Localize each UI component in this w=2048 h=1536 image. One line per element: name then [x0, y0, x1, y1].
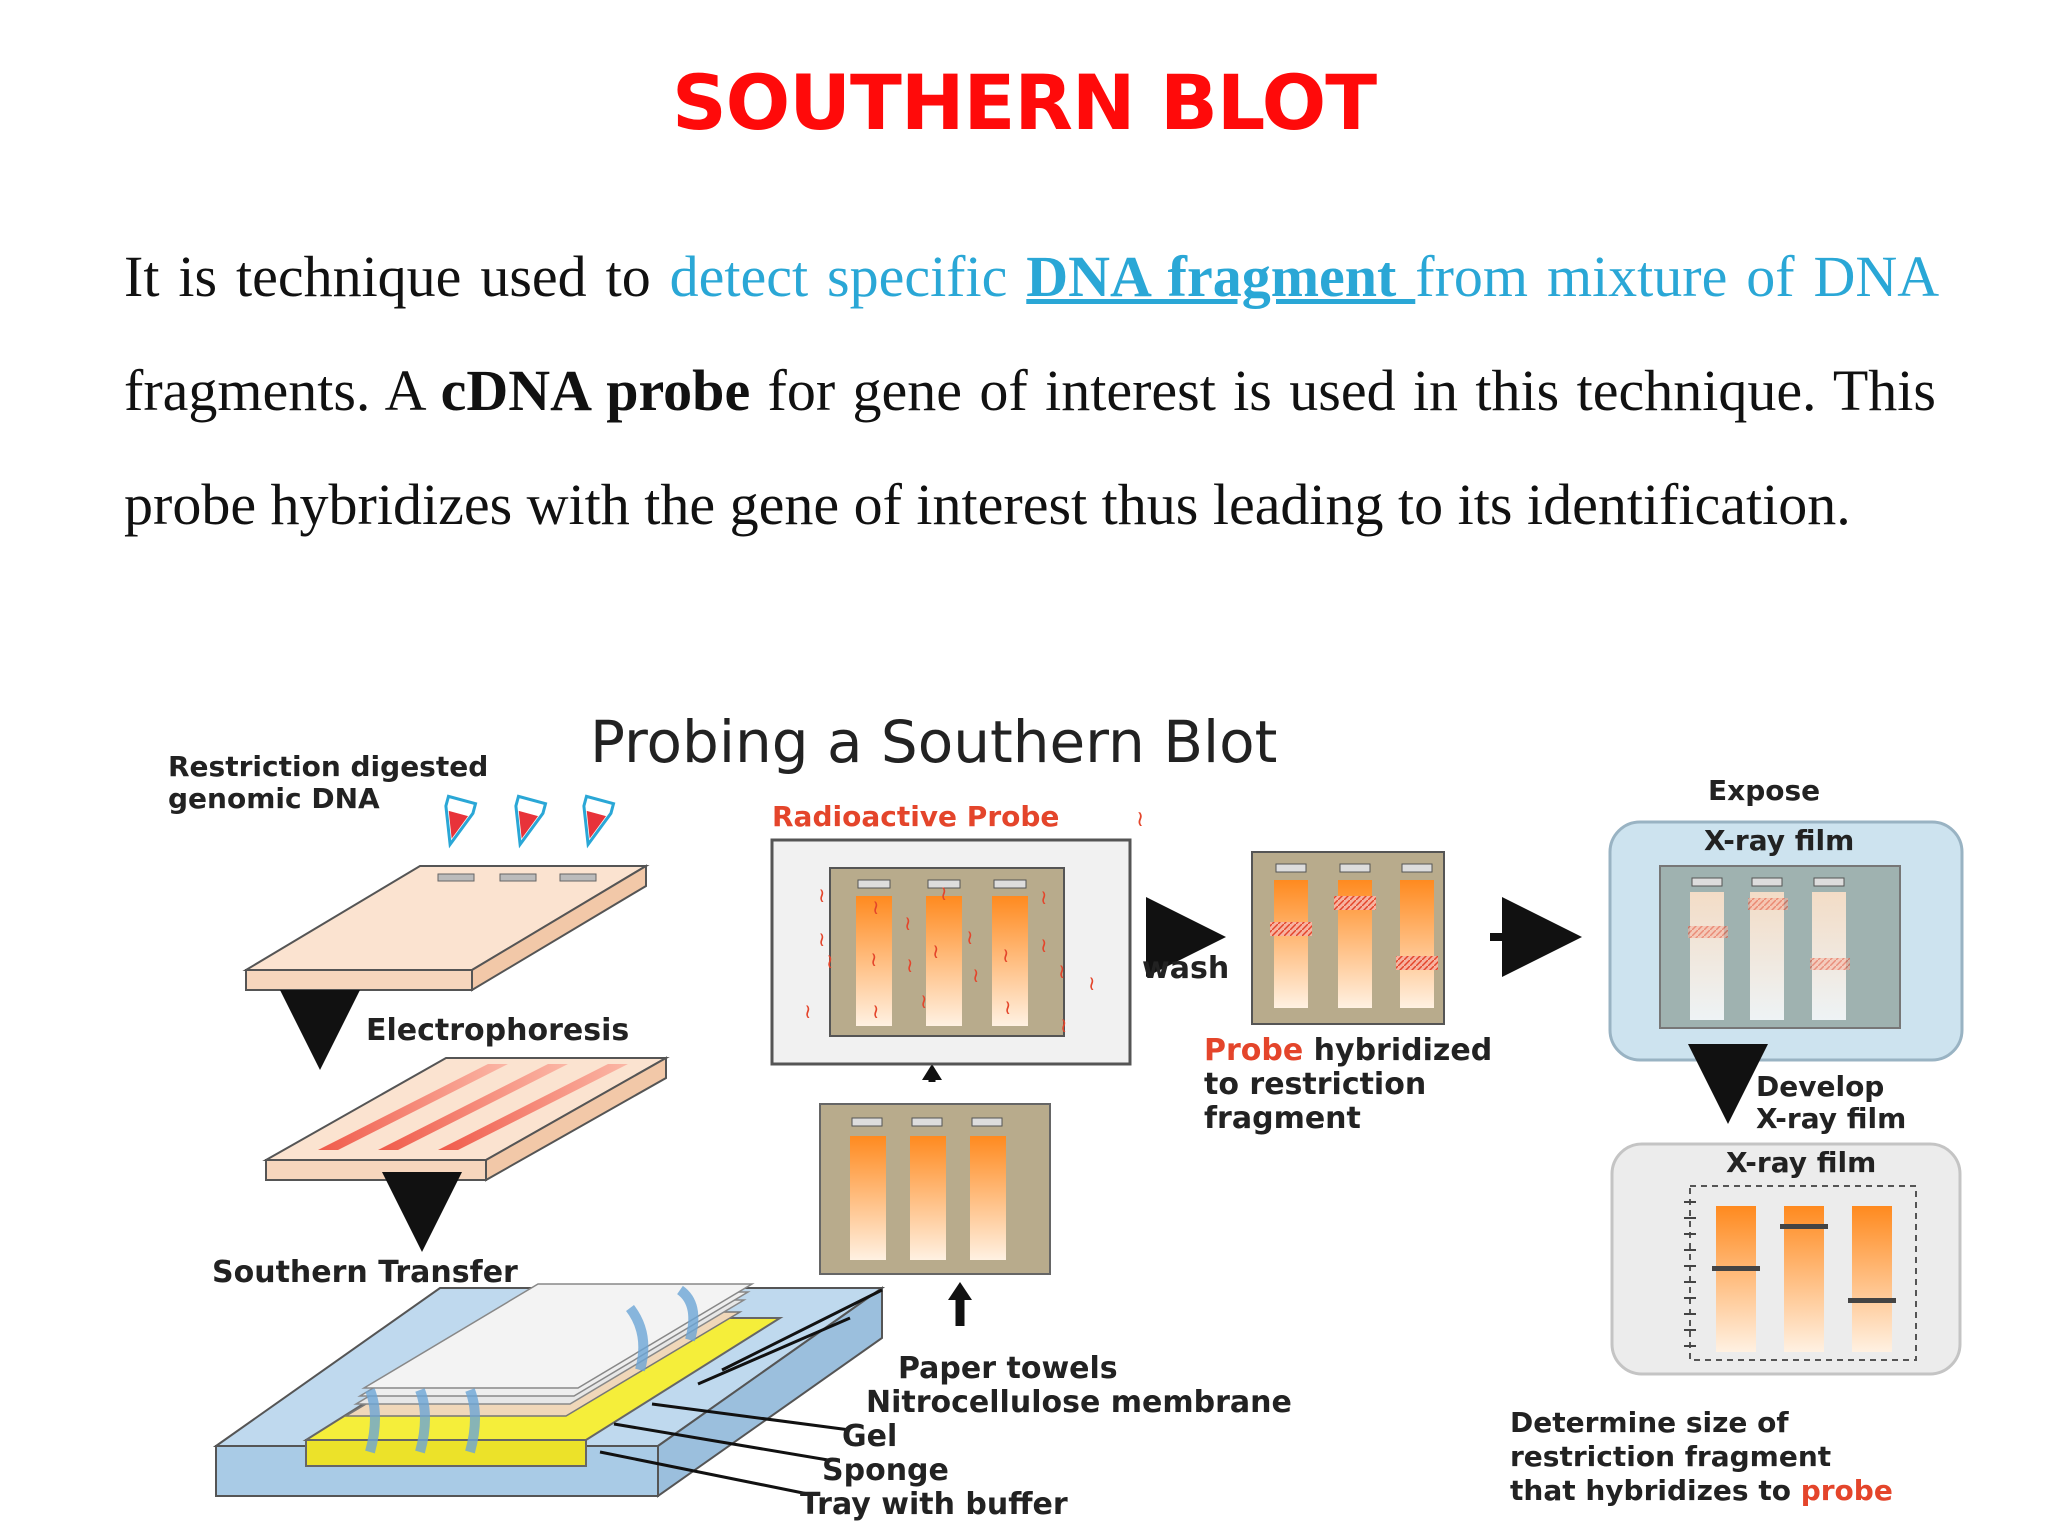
label-xray-film-top: X-ray film: [1704, 824, 1854, 857]
label-develop-film: X-ray film: [1756, 1102, 1906, 1135]
probe-squiggles: ≀≀≀ ≀≀≀ ≀≀≀ ≀≀≀ ≀≀≀ ≀≀≀ ≀≀≀: [804, 881, 1096, 1037]
svg-text:≀: ≀: [870, 947, 878, 971]
svg-text:≀: ≀: [872, 999, 880, 1023]
svg-text:≀: ≀: [804, 999, 812, 1023]
para-highlight-detect: detect specific: [669, 244, 1027, 309]
expose-cassette: [1608, 820, 1964, 1062]
svg-text:≀: ≀: [1004, 995, 1012, 1019]
dna-fragment-link[interactable]: DNA fragment: [1026, 244, 1416, 309]
svg-text:≀: ≀: [966, 925, 974, 949]
membrane-after-transfer: [819, 1103, 1051, 1275]
svg-text:≀: ≀: [1040, 885, 1048, 909]
svg-text:≀: ≀: [904, 911, 912, 935]
determine-probe-red: probe: [1801, 1474, 1893, 1507]
para-text-1: It is technique used to: [124, 244, 670, 309]
label-electrophoresis: Electrophoresis: [366, 1013, 629, 1048]
svg-text:≀: ≀: [1002, 943, 1010, 967]
svg-text:≀: ≀: [818, 883, 826, 907]
svg-text:≀: ≀: [932, 939, 940, 963]
label-determine-2: restriction fragment: [1510, 1440, 1831, 1473]
label-expose: Expose: [1708, 774, 1820, 807]
svg-text:≀: ≀: [872, 895, 880, 919]
label-to-restriction: to restriction: [1204, 1067, 1426, 1102]
label-radioactive-probe: Radioactive Probe: [772, 800, 1059, 833]
para-text-2: fragments. A: [124, 358, 441, 423]
svg-text:≀: ≀: [920, 989, 928, 1013]
label-xray-film-bottom: X-ray film: [1726, 1146, 1876, 1179]
diagram-heading: Probing a Southern Blot: [590, 708, 1277, 776]
description-paragraph: It is technique used to detect specific …: [124, 220, 1936, 562]
svg-text:≀: ≀: [906, 953, 914, 977]
para-highlight-mixture: from mixture of DNA: [1415, 244, 1936, 309]
label-nitrocellulose: Nitrocellulose membrane: [866, 1385, 1292, 1420]
label-develop: Develop: [1756, 1070, 1884, 1103]
svg-text:≀: ≀: [818, 927, 826, 951]
hybridized-membrane: [1251, 851, 1445, 1025]
label-tray-buffer: Tray with buffer: [800, 1487, 1068, 1522]
label-fragment: fragment: [1204, 1101, 1361, 1136]
label-genomic-dna: genomic DNA: [168, 782, 380, 815]
para-bold-cdna-probe: cDNA probe: [440, 358, 751, 423]
label-restriction-digested: Restriction digested: [168, 750, 488, 783]
svg-text:≀: ≀: [1060, 1013, 1068, 1037]
svg-text:≀: ≀: [940, 881, 948, 905]
label-probe-hybridized: Probe hybridized: [1204, 1033, 1492, 1068]
gel-slab-wells: [242, 864, 650, 992]
determine-3-text: that hybridizes to: [1510, 1474, 1801, 1507]
gel-slab-electrophoresis: [262, 1056, 670, 1182]
sample-tube-icons: [444, 794, 616, 849]
label-wash: wash: [1142, 951, 1229, 986]
apparatus-pointer-lines: [599, 1288, 883, 1496]
squiggle-icon: ≀: [1136, 807, 1144, 832]
label-southern-transfer: Southern Transfer: [212, 1255, 518, 1290]
label-paper-towels: Paper towels: [898, 1351, 1118, 1386]
hybridized-word: hybridized: [1303, 1033, 1492, 1068]
developed-film: [1610, 1142, 1962, 1376]
transfer-apparatus: [212, 1283, 886, 1498]
svg-text:≀: ≀: [1040, 933, 1048, 957]
label-sponge: Sponge: [822, 1453, 949, 1488]
svg-text:≀: ≀: [1088, 971, 1096, 995]
svg-text:≀: ≀: [826, 949, 834, 973]
svg-text:≀: ≀: [972, 963, 980, 987]
probe-word-red: Probe: [1204, 1033, 1303, 1068]
label-determine-3: that hybridizes to probe: [1510, 1474, 1893, 1507]
page-title: SOUTHERN BLOT: [671, 58, 1377, 147]
probe-chamber: [770, 838, 1132, 1066]
arrow-up-to-probe: [922, 1064, 942, 1080]
para-text-3: for gene of interest is used in this tec…: [124, 358, 1936, 537]
svg-text:≀: ≀: [1058, 959, 1066, 983]
label-gel: Gel: [842, 1419, 897, 1454]
label-determine-1: Determine size of: [1510, 1406, 1789, 1439]
